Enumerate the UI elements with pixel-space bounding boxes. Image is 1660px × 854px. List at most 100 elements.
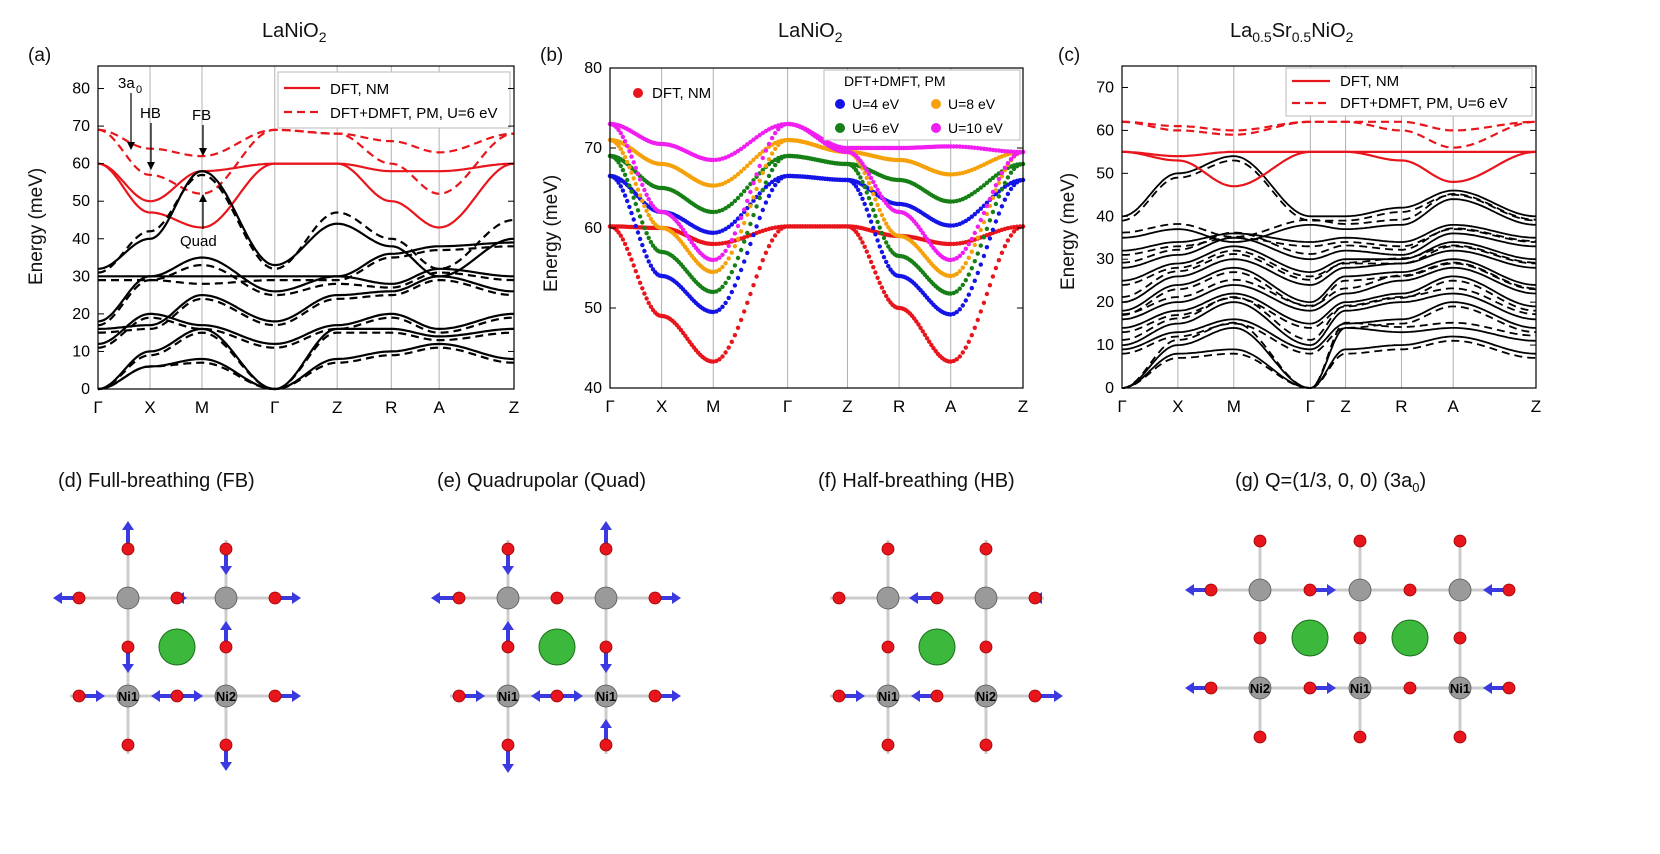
band-c-black-dashed [1121,279,1537,334]
band-b-point-0 [644,296,649,301]
kpoint-label-c: R [1395,397,1407,416]
band-b-point-4 [984,203,990,209]
band-c-black-dashed [1122,228,1536,256]
band-b-point-4 [629,154,634,159]
band-b-point-2 [640,220,645,225]
panel-a-bands [97,128,515,391]
band-b-point-3 [622,155,628,160]
band-b-point-3 [884,221,889,226]
band-b-point-1 [886,263,891,269]
band-a-series-2 [98,275,514,330]
kpoint-label-b: R [893,397,905,416]
band-b-point-2 [625,177,630,183]
annotation-3a0: 3a [118,75,135,92]
nickel-atom [1248,578,1272,602]
lanthanum-atom [158,628,196,666]
band-b-point-1 [856,187,861,193]
band-b-point-0 [954,357,959,362]
band-b-point-4 [642,187,647,193]
band-b-point-4 [732,231,738,236]
lanthanum-atom [1291,619,1329,657]
arrow-head [1185,584,1194,596]
band-b-point-0 [879,285,885,290]
band-b-point-0 [726,345,731,350]
band-b-point-2 [972,259,977,264]
band-b-point-4 [866,172,872,177]
nickel-label: Ni1 [596,689,616,704]
band-c-black-dashed [1121,192,1537,238]
band-b-point-0 [975,317,980,323]
band-b-point-4 [760,155,765,161]
band-b-point-4 [633,165,638,171]
band-b-point-4 [742,144,747,149]
arrow-head [220,621,232,630]
band-b-point-1 [622,193,628,198]
band-c-black-solid [1121,258,1537,312]
band-c-black-dashed [1121,159,1537,222]
band-b-point-2 [757,195,762,201]
oxygen-atom [881,738,895,752]
band-b-point-1 [760,207,765,213]
band-b-point-2 [984,180,990,185]
band-b-point-4 [763,148,769,153]
band-b-point-4 [990,189,996,195]
band-b-point-0 [720,354,725,359]
oxygen-atom [452,689,466,703]
oxygen-atom [1453,534,1467,548]
band-b-point-1 [881,255,887,260]
band-b-point-0 [757,265,762,271]
band-b-point-3 [754,154,759,160]
oxygen-atom [1204,681,1218,695]
band-b-point-4 [742,207,747,212]
band-b-point-2 [987,178,993,183]
band-b-point-1 [969,214,974,219]
band-b-point-1 [720,304,725,309]
nickel-atom [594,684,618,708]
band-b-point-1 [618,184,623,189]
band-c-black-dashed [1121,287,1537,341]
band-b-point-0 [717,357,722,362]
band-b-point-1 [633,223,638,229]
band-b-point-1 [757,215,762,221]
band-b-point-1 [987,236,993,241]
band-c-black-dashed [1121,339,1536,389]
band-b-point-2 [1002,180,1008,186]
band-b-point-2 [886,244,891,249]
arrow-head [531,690,540,702]
band-b-point-4 [957,253,962,259]
band-b-point-1 [729,222,734,227]
band-b-point-4 [640,182,645,187]
band-b-point-4 [618,130,623,136]
band-b-point-2 [975,251,980,256]
band-b-point-0 [1002,244,1008,249]
band-b-point-2 [860,179,865,185]
band-b-point-0 [873,270,878,275]
band-b-point-3 [631,176,636,181]
band-c-black-solid [1121,292,1537,347]
band-b-point-4 [751,180,756,186]
band-b-point-3 [616,143,621,149]
oxygen-atom [550,591,564,605]
band-b-point-3 [625,159,630,165]
band-b-point-2 [881,235,887,241]
oxygen-atom [832,591,846,605]
band-b-point-0 [742,309,747,314]
band-c-black-dashed [1121,245,1537,286]
band-b-point-1 [954,309,959,315]
band-b-point-0 [732,333,738,338]
oxygen-atom [881,640,895,654]
oxygen-atom [1028,689,1042,703]
band-b-point-0 [984,291,990,297]
band-b-point-3 [873,197,878,202]
band-b-point-0 [782,224,787,229]
kpoint-label-c: M [1227,397,1241,416]
band-b-point-2 [735,255,741,261]
nickel-atom [1448,676,1472,700]
band-b-point-0 [760,258,765,263]
band-b-point-2 [732,198,738,204]
band-a-series-3 [97,331,514,391]
band-b-point-3 [960,265,965,270]
arrow-head [53,592,62,604]
band-b-point-4 [978,217,983,223]
band-b-point-1 [644,254,649,259]
